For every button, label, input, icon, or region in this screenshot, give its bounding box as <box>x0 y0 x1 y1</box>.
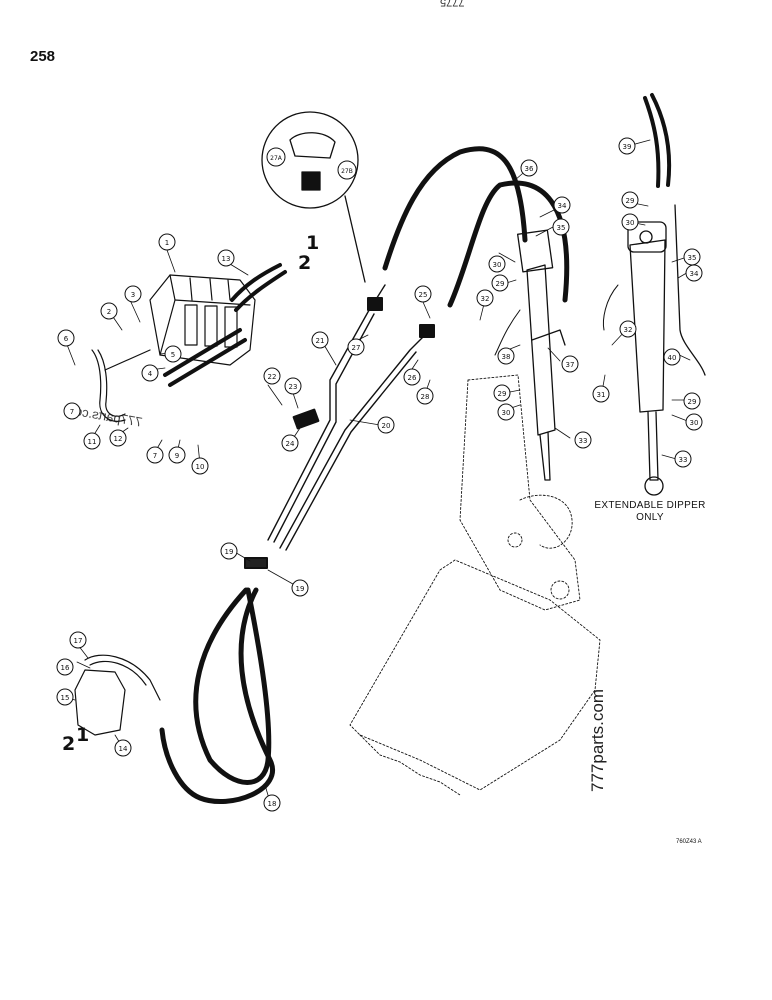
callout-31: 31 <box>597 391 606 399</box>
callout-32b: 32 <box>624 326 633 334</box>
callout-7: 7 <box>153 452 157 460</box>
reference-code: 760Z43 A <box>676 839 702 845</box>
callout-19a: 19 <box>225 548 234 556</box>
callout-1: 1 <box>165 239 169 247</box>
connection-mark-1-top: 1 <box>306 232 320 254</box>
caption-line-1: EXTENDABLE DIPPER <box>594 500 706 511</box>
callout-numbers: 1 2 3 4 5 6 7 12 9 10 11 7 13 14 15 16 1… <box>61 143 699 808</box>
dipper-cylinder <box>627 204 706 496</box>
fittings <box>244 297 435 569</box>
caption-line-2: ONLY <box>636 512 664 523</box>
callout-35a: 35 <box>557 224 566 232</box>
page-number: 258 <box>30 48 56 65</box>
callout-17: 17 <box>74 637 83 645</box>
callout-18: 18 <box>268 800 277 808</box>
extendable-dipper-caption: EXTENDABLE DIPPER ONLY <box>590 500 710 524</box>
callout-34b: 34 <box>690 270 699 278</box>
callout-2: 2 <box>107 308 111 316</box>
callout-10: 10 <box>196 463 205 471</box>
callout-34a: 34 <box>558 202 567 210</box>
callout-circles <box>56 137 703 812</box>
connection-mark-2-bottom: 2 <box>62 733 76 755</box>
connection-mark-1-bottom: 1 <box>76 724 90 746</box>
callout-28: 28 <box>421 393 430 401</box>
callout-15: 15 <box>61 694 70 702</box>
callout-9: 9 <box>175 452 179 460</box>
callout-24: 24 <box>286 440 295 448</box>
callout-29b: 29 <box>498 390 507 398</box>
callout-26: 26 <box>408 374 417 382</box>
callout-29d: 29 <box>688 398 697 406</box>
callout-33b: 33 <box>679 456 688 464</box>
callout-3: 3 <box>131 291 135 299</box>
callout-39: 39 <box>623 143 632 151</box>
callout-11: 11 <box>88 438 97 446</box>
callout-13: 13 <box>222 255 231 263</box>
inset-label-27b: 27B <box>341 168 353 175</box>
callout-30c: 30 <box>626 219 635 227</box>
valve-pipes <box>91 349 151 422</box>
callout-4: 4 <box>148 370 153 378</box>
callout-27: 27 <box>352 344 361 352</box>
callout-21: 21 <box>316 337 325 345</box>
callout-23: 23 <box>289 383 298 391</box>
callout-30b: 30 <box>502 409 511 417</box>
watermark-side: 777parts.com <box>588 689 607 792</box>
inset-detail <box>261 111 366 283</box>
callout-29a: 29 <box>496 280 505 288</box>
valve-hoses-13 <box>163 263 287 387</box>
callout-20: 20 <box>382 422 391 430</box>
callout-14: 14 <box>119 745 128 753</box>
callout-5: 5 <box>171 351 175 359</box>
inset-label-27a: 27A <box>270 155 283 162</box>
callout-16: 16 <box>61 664 70 672</box>
boom-cylinder <box>516 229 566 481</box>
callout-19b: 19 <box>296 585 305 593</box>
callout-30a: 30 <box>493 261 502 269</box>
callout-22: 22 <box>268 373 277 381</box>
callout-38: 38 <box>502 353 511 361</box>
callout-33a: 33 <box>579 437 588 445</box>
callout-35b: 35 <box>688 254 697 262</box>
callout-30d: 30 <box>690 419 699 427</box>
callout-32a: 32 <box>481 295 490 303</box>
loop-hoses-18 <box>159 587 275 804</box>
bucket-and-arm <box>349 374 601 796</box>
connection-mark-2-top: 2 <box>298 252 312 274</box>
callout-6: 6 <box>64 335 69 343</box>
callout-12: 12 <box>114 435 123 443</box>
lower-valve-block <box>74 654 161 736</box>
callout-29c: 29 <box>626 197 635 205</box>
callout-37: 37 <box>566 361 575 369</box>
steel-pipes <box>267 284 431 551</box>
dipper-hoses <box>643 93 672 188</box>
callout-25: 25 <box>419 291 428 299</box>
callout-40: 40 <box>668 354 677 362</box>
callout-7b: 7 <box>70 408 74 416</box>
callout-36: 36 <box>525 165 534 173</box>
boom-hoses <box>382 146 570 308</box>
